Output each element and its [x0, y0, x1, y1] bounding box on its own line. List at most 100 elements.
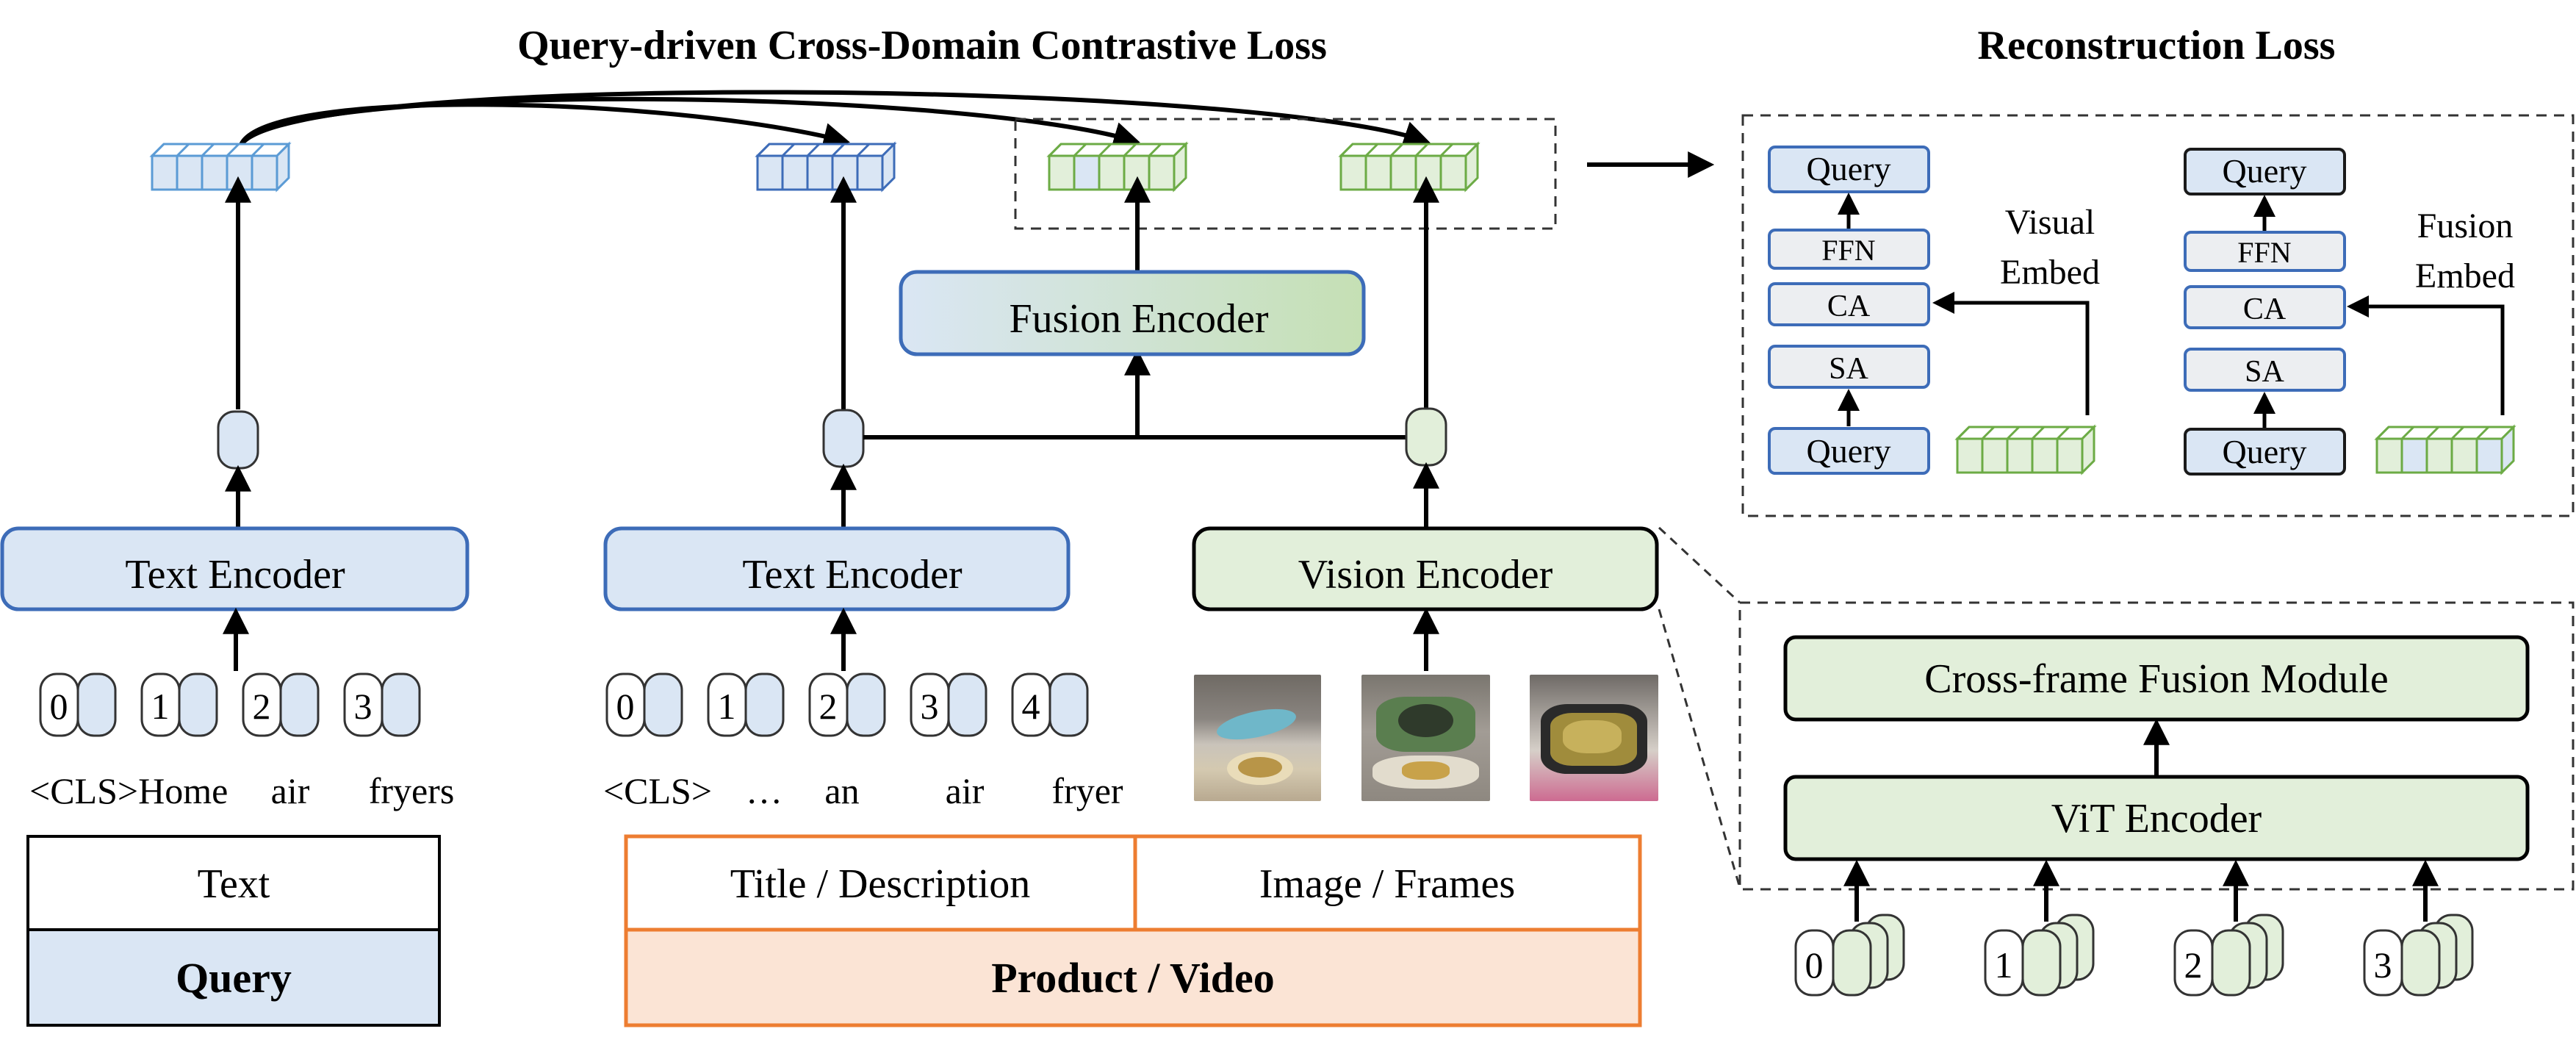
frame-id: 0 — [1805, 944, 1824, 986]
recon-left-ffn: FFN — [1821, 234, 1875, 267]
embedding-cell — [856, 154, 884, 191]
product-words: <CLS> … an air fryer — [603, 770, 1123, 811]
reconstruction-left-decoder: Query FFN CA SA Query Visual Embed — [1768, 146, 2100, 475]
embedding-cell — [1981, 437, 2009, 474]
embedding-cell — [1048, 154, 1076, 191]
query-text-encoder-label: Text Encoder — [125, 552, 345, 598]
token-pair: 3 — [343, 672, 421, 737]
frame-stacks: 0 1 2 3 — [1794, 914, 2474, 997]
embedding-cell — [2475, 437, 2503, 474]
fusion-embed-label-1: Fusion — [2417, 207, 2514, 245]
embedding-cell — [2375, 437, 2403, 474]
fusion-encoder-label: Fusion Encoder — [1009, 296, 1268, 342]
token-id: 0 — [616, 686, 635, 727]
embedding-cell — [2425, 437, 2453, 474]
embedding-cell — [1956, 437, 1984, 474]
text-embedding — [755, 141, 897, 193]
recon-right-ffn: FFN — [2237, 236, 2291, 269]
embedding-cell — [201, 154, 229, 191]
token-id: 1 — [718, 686, 736, 727]
token-id: 3 — [921, 686, 939, 727]
product-text-encoder: Text Encoder — [603, 526, 1071, 611]
fusion-embed-label-2: Embed — [2415, 256, 2515, 295]
query-cls-token — [217, 410, 259, 470]
frame-image-2 — [1361, 675, 1490, 801]
frame-id: 3 — [2374, 944, 2392, 986]
embedding-cell — [251, 154, 278, 191]
frame-image-3 — [1530, 675, 1658, 801]
vision-detail-box — [1738, 601, 2575, 891]
frame-stack: 0 — [1794, 914, 1905, 997]
title-description-label: Title / Description — [730, 861, 1031, 907]
recon-visual-embedding — [1954, 424, 2097, 476]
recon-right-ca: CA — [2243, 293, 2287, 326]
query-tokens: 0 1 2 3 — [39, 672, 421, 737]
token-id: 0 — [50, 686, 68, 727]
embedding-cell — [1073, 154, 1101, 191]
recon-fusion-embedding — [2374, 424, 2516, 476]
token-id: 2 — [253, 686, 271, 727]
embedding-cell — [1389, 154, 1417, 191]
embedding-cell — [806, 154, 834, 191]
vision-encoder: Vision Encoder — [1192, 526, 1659, 611]
embedding-cell — [781, 154, 809, 191]
embedding-cell — [2056, 437, 2084, 474]
token-id: 4 — [1022, 686, 1040, 727]
reconstruction-right-decoder: Query FFN CA SA Query Fusion Embed — [2184, 148, 2515, 476]
product-embeddings-box — [1014, 118, 1557, 230]
reconstruction-box — [1741, 114, 2575, 517]
query-input-label: Text — [198, 861, 270, 907]
frame-image-1 — [1194, 675, 1321, 801]
embedding-cell — [756, 154, 784, 191]
product-word: air — [946, 770, 985, 811]
embedding-cell — [1339, 154, 1367, 191]
fusion-embedding — [1046, 141, 1189, 193]
query-word: air — [271, 770, 310, 811]
query-input-table: Text Query — [26, 835, 441, 1027]
product-word: … — [746, 770, 782, 811]
frame-id: 1 — [1995, 944, 2013, 986]
embedding-cell — [1098, 154, 1126, 191]
cross-frame-fusion-label: Cross-frame Fusion Module — [1924, 656, 2389, 702]
token-pair: 2 — [242, 672, 320, 737]
token-id: 1 — [151, 686, 170, 727]
reconstruction-loss-title: Reconstruction Loss — [1978, 23, 2336, 68]
query-word: <CLS>Home — [29, 770, 228, 811]
frame-stack: 3 — [2363, 914, 2474, 997]
token-pair: 1 — [140, 672, 218, 737]
token-pair: 3 — [910, 672, 987, 737]
token-id: 3 — [354, 686, 373, 727]
recon-left-top-query: Query — [1807, 150, 1891, 187]
zoom-line-top — [1658, 526, 1741, 604]
frame-id: 2 — [2184, 944, 2203, 986]
token-pair: 0 — [39, 672, 117, 737]
product-input-table: Title / Description Image / Frames Produ… — [624, 834, 1642, 1027]
query-branch-label: Query — [176, 954, 292, 1002]
embedding-cell — [176, 154, 204, 191]
token-pair: 4 — [1011, 672, 1089, 737]
vit-encoder-label: ViT Encoder — [2051, 796, 2262, 842]
frame-stack: 2 — [2173, 914, 2284, 997]
query-embedding — [149, 141, 292, 193]
recon-left-sa: SA — [1829, 352, 1868, 386]
cross-frame-fusion-module: Cross-frame Fusion Module — [1783, 635, 2530, 722]
product-word: <CLS> — [603, 770, 712, 811]
visual-embedding — [1338, 141, 1481, 193]
contrastive-loss-title: Query-driven Cross-Domain Contrastive Lo… — [517, 23, 1327, 68]
recon-right-sa: SA — [2245, 355, 2284, 389]
zoom-line-bottom — [1658, 609, 1741, 889]
embedding-cell — [151, 154, 179, 191]
contrastive-arcs — [239, 90, 1431, 149]
vit-encoder: ViT Encoder — [1783, 775, 2530, 861]
frame-stack: 1 — [1984, 914, 2095, 997]
recon-left-ca: CA — [1827, 290, 1871, 323]
token-id: 2 — [819, 686, 838, 727]
vision-cls-token — [1405, 407, 1447, 467]
query-text-encoder: Text Encoder — [0, 526, 469, 611]
image-frames-label: Image / Frames — [1259, 861, 1515, 907]
embedding-cell — [2006, 437, 2034, 474]
visual-embed-label-2: Embed — [2000, 253, 2100, 292]
embedding-cell — [2031, 437, 2059, 474]
token-pair: 1 — [707, 672, 785, 737]
